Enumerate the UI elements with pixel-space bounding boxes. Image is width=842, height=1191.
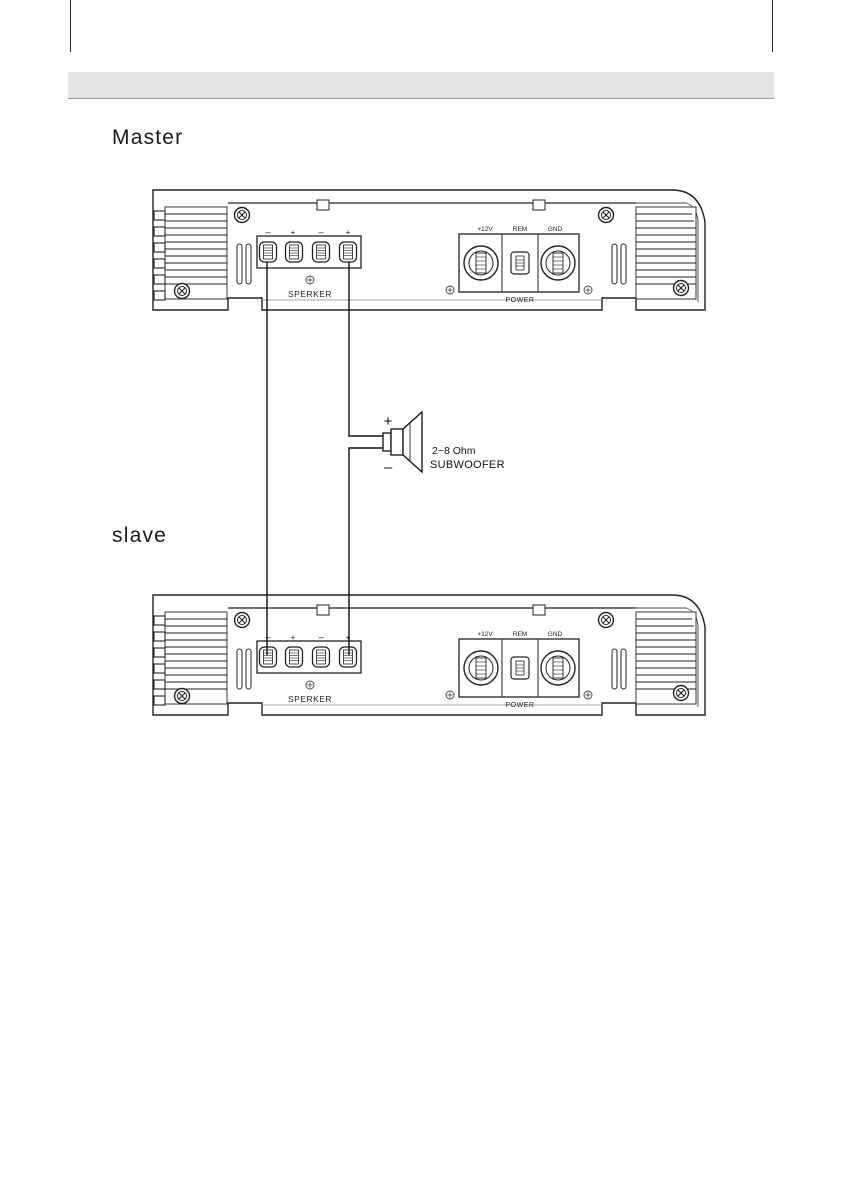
speaker-terminal [313, 647, 330, 667]
subwoofer-minus: – [384, 459, 393, 476]
speaker-terminal [340, 647, 357, 667]
subwoofer-name: SUBWOOFER [430, 459, 505, 471]
speaker-label: SPERKER [288, 694, 332, 704]
power-label: POWER [506, 702, 535, 709]
remote-terminal [511, 252, 529, 274]
power-terminal-label: +12V [477, 226, 493, 233]
speaker-terminal [286, 242, 303, 262]
power-terminal-label: GND [548, 631, 563, 638]
speaker-label: SPERKER [288, 289, 332, 299]
screw-icon [584, 286, 592, 294]
screw-icon [175, 284, 190, 299]
speaker-terminal [286, 647, 303, 667]
power-terminal-label: REM [513, 226, 527, 233]
subwoofer-plus: + [384, 413, 393, 430]
screw-icon [674, 686, 689, 701]
screw-icon [599, 613, 614, 628]
slave-amplifier: – + – + SPERKER +12V REM GND POWER [153, 595, 705, 715]
screw-icon [235, 208, 250, 223]
speaker-terminal [313, 242, 330, 262]
screw-icon [446, 691, 454, 699]
master-amplifier: – + – + SPERKER +12V REM GND POWER [153, 190, 705, 310]
power-terminal [541, 651, 575, 685]
subwoofer-impedance: 2~8 Ohm [432, 445, 476, 457]
power-terminal-label: GND [548, 226, 563, 233]
screw-icon [235, 613, 250, 628]
power-terminal-label: REM [513, 631, 527, 638]
screw-icon [306, 681, 314, 689]
screw-icon [446, 286, 454, 294]
screw-icon [306, 276, 314, 284]
screw-icon [175, 689, 190, 704]
remote-terminal [511, 657, 529, 679]
screw-icon [584, 691, 592, 699]
speaker-terminal [340, 242, 357, 262]
power-label: POWER [506, 297, 535, 304]
screw-icon [599, 208, 614, 223]
screw-icon [674, 281, 689, 296]
speaker-terminal [260, 242, 277, 262]
power-terminal [541, 246, 575, 280]
power-terminal [464, 651, 498, 685]
speaker-terminal [260, 647, 277, 667]
power-terminal-label: +12V [477, 631, 493, 638]
power-terminal [464, 246, 498, 280]
